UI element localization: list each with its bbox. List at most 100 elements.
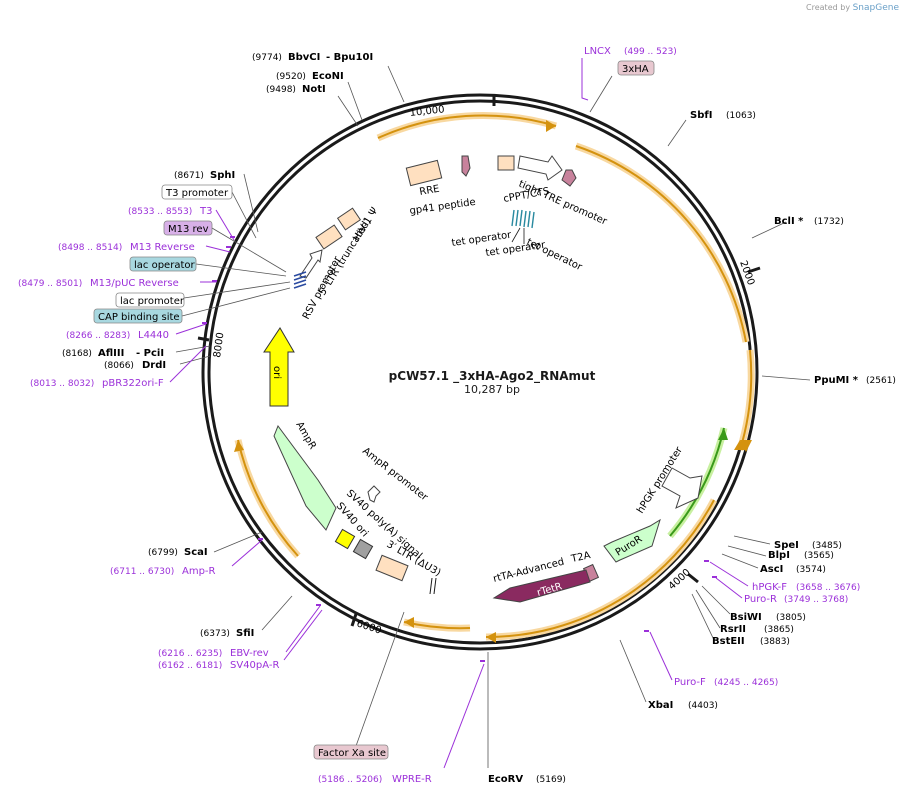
primer-t3-range: (8533 .. 8553) <box>128 207 192 217</box>
primer-t3: T3 <box>199 206 212 217</box>
backbone-outer <box>201 93 759 651</box>
primer-puro-r-range: (3749 .. 3768) <box>784 595 848 605</box>
enzyme-xbai: XbaI <box>648 700 673 711</box>
enzyme-drdi: DrdI <box>142 360 166 371</box>
primer-leaders <box>169 58 749 769</box>
enzyme-sphi-pos: (8671) <box>174 171 204 181</box>
enzyme-scai: ScaI <box>184 547 208 558</box>
sv40-ori-box <box>334 528 356 550</box>
puror-arrow <box>603 518 661 563</box>
enzyme-bsteii-pos: (3883) <box>760 637 790 647</box>
arrowhead-bottom2 <box>404 617 414 628</box>
enzyme-bbvci-pos: (9774) <box>252 53 282 63</box>
boxed-labels: 3xHA T3 promoter M13 rev lac operator la… <box>93 60 655 760</box>
box-3xha-label: 3xHA <box>622 64 649 75</box>
snapgene-credit: Created by SnapGene <box>806 3 899 13</box>
box-cap-site <box>93 308 183 324</box>
arc-right-low-line <box>485 499 715 639</box>
box-m13-rev <box>163 220 213 236</box>
primer-ebv-rev-range: (6216 .. 6235) <box>158 649 222 659</box>
tick-marks <box>197 94 761 627</box>
enzyme-ecorv-pos: (5169) <box>536 775 566 785</box>
primer-sv40pa-r: SV40pA-R <box>230 660 279 671</box>
enzyme-leaders <box>175 65 811 768</box>
enzyme-econi: EcoNI <box>312 71 344 82</box>
box-factor-xa <box>313 744 389 760</box>
plasmid-name: pCW57.1 _3xHA-Ago2_RNAmut <box>389 369 596 384</box>
enzyme-sfii: SfiI <box>236 628 254 639</box>
tre-tail <box>561 169 577 187</box>
primer-ebv-rev: EBV-rev <box>230 648 269 659</box>
primer-sv40pa-r-range: (6162 .. 6181) <box>158 661 222 671</box>
ampr-arrow <box>273 424 337 531</box>
enzyme-ecorv: EcoRV <box>488 774 523 785</box>
ltr3-stub <box>429 577 433 595</box>
enzyme-econi-pos: (9520) <box>276 72 306 82</box>
enzyme-drdi-pos: (8066) <box>104 361 134 371</box>
primer-wpre-r: WPRE-R <box>392 774 432 785</box>
box-lac-promoter <box>115 292 185 308</box>
credit-prefix: Created by <box>806 3 851 12</box>
box-lac-promoter-label: lac promoter <box>120 296 185 307</box>
primer-hpgk-f-range: (3658 .. 3676) <box>796 583 860 593</box>
box-lac-operator-label: lac operator <box>134 260 195 271</box>
enzyme-bbvci: BbvCI <box>288 52 320 63</box>
rsv-label: RSV promoter <box>301 254 344 322</box>
primer-l4440: L4440 <box>138 330 169 341</box>
arrowhead-left <box>234 440 244 452</box>
hiv-box <box>336 207 362 231</box>
primer-wpre-r-range: (5186 .. 5206) <box>318 775 382 785</box>
ltr3-box <box>375 554 409 582</box>
enzyme-afliii: AflIII <box>98 348 124 359</box>
primer-lncx-range: (499 .. 523) <box>624 47 677 57</box>
primer-ticks <box>202 236 717 662</box>
tick-4000: 4000 <box>667 567 693 592</box>
enzyme-sphi: SphI <box>210 170 235 181</box>
box-cap-site-label: CAP binding site <box>98 312 180 323</box>
enzyme-ppumi-pos: (2561) <box>866 376 896 386</box>
primer-m13rev: M13 Reverse <box>130 242 195 253</box>
enzyme-sbfi: SbfI <box>690 110 712 121</box>
t2a-label: T2A <box>569 550 591 565</box>
enzyme-noti: NotI <box>302 84 326 95</box>
enzyme-bsiwi: BsiWI <box>730 612 762 623</box>
box-factor-xa-label: Factor Xa site <box>318 748 386 759</box>
enzyme-bsiwi-pos: (3805) <box>776 613 806 623</box>
enzyme-afliii-pos: (8168) <box>62 349 92 359</box>
arrowhead-right2 <box>734 440 746 450</box>
ampr-promoter <box>367 485 381 503</box>
enzyme-rsrii-pos: (3865) <box>764 625 794 635</box>
rtetr-arrow <box>492 569 591 603</box>
ori-label: ori <box>271 366 282 379</box>
primer-m13puc-range: (8479 .. 8501) <box>18 279 82 289</box>
sv40-pa-box <box>352 538 374 560</box>
cppt-box <box>497 155 515 171</box>
box-t3-promoter-label: T3 promoter <box>165 188 229 199</box>
enzyme-sfii-pos: (6373) <box>200 629 230 639</box>
gp41-label: gp41 peptide <box>409 197 477 217</box>
tight-tre-label: tight TRE promoter <box>517 179 609 228</box>
hpgk-arrow <box>661 467 703 509</box>
box-t3-promoter <box>161 184 233 200</box>
enzyme-asci: AscI <box>760 564 783 575</box>
box-leaders <box>181 75 613 747</box>
rsv-arrow <box>299 249 323 279</box>
enzyme-scai-pos: (6799) <box>148 548 178 558</box>
ltr3-stub2 <box>433 577 437 595</box>
primer-amp-r: Amp-R <box>182 566 216 577</box>
plasmid-length: 10,287 bp <box>464 383 520 396</box>
arrowhead-bottom <box>486 632 496 643</box>
ring-arrowheads <box>234 120 752 643</box>
arc-left-line <box>237 439 299 557</box>
box-lac-operator <box>129 256 197 272</box>
primer-m13puc: M13/pUC Reverse <box>90 278 179 289</box>
primer-m13rev-range: (8498 .. 8514) <box>58 243 122 253</box>
tick-10000: 10,000 <box>409 104 445 119</box>
enzyme-bsteii: BstEII <box>712 636 745 647</box>
arrowhead-right <box>740 440 752 452</box>
enzyme-xbai-pos: (4403) <box>688 701 718 711</box>
tick-6000: 6000 <box>355 618 383 636</box>
enzyme-spei: SpeI <box>774 540 799 551</box>
enzyme-labels: (9774) BbvCI - Bpu10I (9520) EcoNI (9498… <box>62 52 896 785</box>
